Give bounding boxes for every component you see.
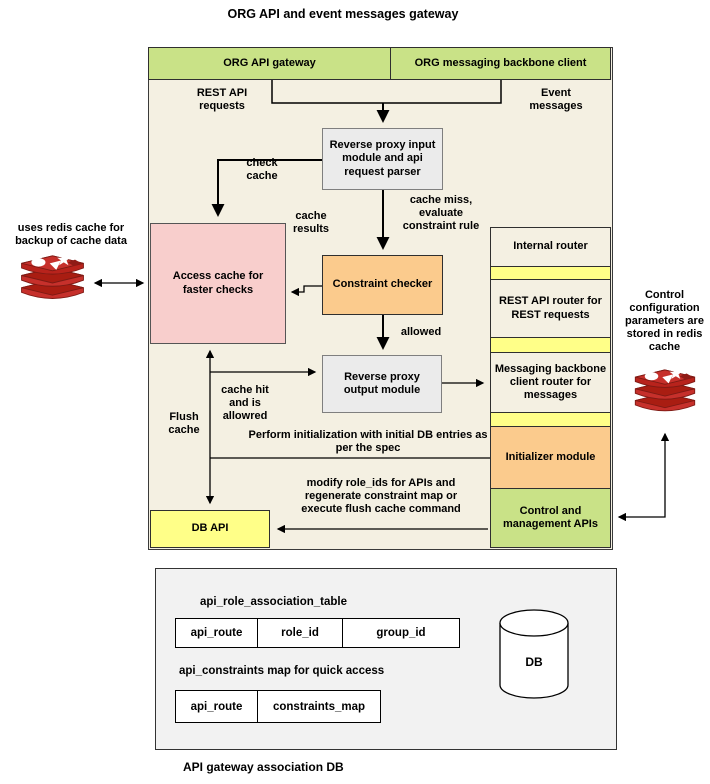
redis-left-label: uses redis cache for backup of cache dat…: [15, 222, 127, 247]
initializer-module-label: Initializer module: [505, 450, 596, 463]
messaging-router-cell: Messaging backbone client router for mes…: [490, 352, 611, 413]
internal-router-cell: Internal router: [490, 227, 611, 267]
col-constraints-map: constraints_map: [272, 700, 366, 713]
db-cylinder-label: DB: [525, 655, 543, 669]
table-cell: group_id: [342, 618, 460, 648]
table-cell: api_route: [175, 618, 258, 648]
redis-left-icon: [15, 252, 90, 319]
messaging-router-label: Messaging backbone client router for mes…: [494, 362, 607, 402]
cache-miss-label: cache miss, evaluate constraint rule: [402, 194, 480, 232]
table-cell: role_id: [257, 618, 343, 648]
redis-right-icon: [629, 366, 701, 431]
internal-router-label: Internal router: [513, 240, 588, 253]
reverse-proxy-output-label: Reverse proxy output module: [343, 370, 421, 396]
access-cache-box: Access cache for faster checks: [150, 223, 286, 344]
flush-cache-label: Flush cache: [168, 411, 200, 436]
org-api-gateway-header: ORG API gateway: [148, 47, 391, 80]
cache-results-label: cache results: [292, 210, 330, 235]
constraint-checker-label: Constraint checker: [332, 278, 433, 291]
reverse-proxy-input-label: Reverse proxy input module and api reque…: [329, 139, 436, 178]
constraints-map-title: api_constraints map for quick access: [179, 665, 385, 677]
col-api-route: api_route: [190, 627, 243, 639]
perform-init-label: Perform initialization with initial DB e…: [248, 429, 488, 454]
allowed-label: allowed: [400, 326, 442, 338]
rest-api-requests-label: REST API requests: [196, 87, 248, 112]
org-api-gateway-label: ORG API gateway: [223, 56, 316, 69]
rest-api-router-label: REST API router for REST requests: [499, 295, 602, 321]
router-separator-strip: [490, 412, 611, 427]
col-api-route-2: api_route: [190, 700, 243, 713]
event-messages-label: Event messages: [529, 87, 583, 112]
reverse-proxy-output-module: Reverse proxy output module: [322, 355, 442, 413]
org-messaging-backbone-header: ORG messaging backbone client: [390, 47, 611, 80]
redis-right-label: Control configuration parameters are sto…: [625, 289, 704, 353]
check-cache-label: check cache: [246, 157, 278, 182]
modify-role-label: modify role_ids for APIs and regenerate …: [301, 477, 461, 515]
org-messaging-backbone-label: ORG messaging backbone client: [414, 56, 587, 69]
access-cache-label: Access cache for faster checks: [172, 270, 264, 296]
page-title: ORG API and event messages gateway: [227, 7, 459, 21]
table-cell: constraints_map: [257, 690, 381, 723]
reverse-proxy-input-module: Reverse proxy input module and api reque…: [322, 128, 443, 190]
db-api-box: DB API: [150, 510, 270, 548]
rest-api-router-cell: REST API router for REST requests: [490, 279, 611, 338]
initializer-module-cell: Initializer module: [490, 426, 611, 489]
db-api-label: DB API: [191, 522, 229, 535]
control-management-apis-cell: Control and management APIs: [490, 488, 611, 548]
router-separator-strip: [490, 337, 611, 353]
control-management-apis-label: Control and management APIs: [503, 504, 598, 530]
col-group-id: group_id: [376, 627, 426, 639]
role-association-table-title: api_role_association_table: [200, 596, 348, 608]
internal-router-column: Internal router REST API router for REST…: [490, 227, 611, 548]
router-separator-strip: [490, 266, 611, 280]
table-cell: api_route: [175, 690, 258, 723]
role-association-table: api_route role_id group_id: [175, 618, 460, 648]
db-cylinder-icon: DB: [494, 607, 574, 706]
cache-hit-label: cache hit and is allowred: [221, 384, 269, 422]
constraint-checker-box: Constraint checker: [322, 255, 443, 315]
association-db-caption: API gateway association DB: [183, 760, 344, 774]
col-role-id: role_id: [281, 627, 319, 639]
constraints-map-table: api_route constraints_map: [175, 690, 381, 723]
